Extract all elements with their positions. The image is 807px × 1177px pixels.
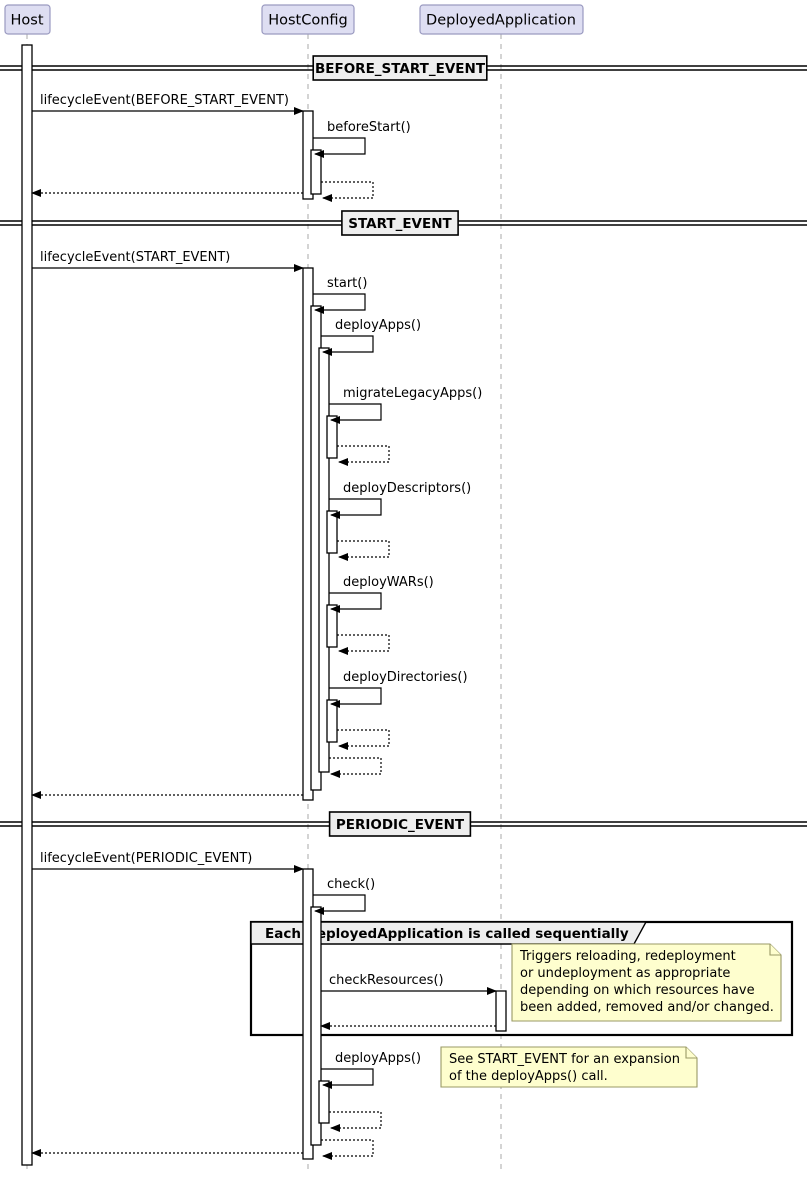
activation-bar-hostconfig: [326, 510, 338, 554]
activation-bar-hostconfig: [318, 1080, 330, 1124]
message-check: check(): [313, 877, 375, 915]
note-line: Triggers reloading, redeployment: [519, 949, 736, 964]
note-body: [440, 1046, 698, 1088]
message-self-return-23: [321, 1139, 374, 1160]
dividers-layer: BEFORE_START_EVENT START_EVENT PERIODIC_EV…: [0, 55, 807, 837]
note-line: or undeployment as appropriate: [520, 966, 730, 981]
message-label: deployWARs(): [343, 575, 434, 590]
fragment-label: Each DeployedApplication is called seque…: [265, 926, 629, 942]
activations-layer: [21, 44, 507, 1166]
participants-layer: Host HostConfig DeployedApplication: [4, 4, 584, 35]
note-line: depending on which resources have: [520, 983, 755, 998]
message-deploywars: deployWARs(): [329, 575, 434, 613]
activation-bar-hostconfig: [326, 699, 338, 743]
note-fold-corner: [769, 944, 781, 956]
participant-deployedapplication[interactable]: DeployedApplication: [419, 4, 584, 35]
self-message-path: [321, 1068, 374, 1089]
message-deploydirectories: deployDirectories(): [329, 670, 468, 708]
note-line: See START_EVENT for an expansion: [449, 1052, 680, 1067]
message-label: deployDirectories(): [343, 670, 468, 685]
activation-bar-hostconfig: [310, 149, 322, 195]
self-message-path: [337, 729, 390, 750]
message-self-return-2: [321, 181, 374, 202]
participant-label-host: Host: [10, 13, 43, 29]
message-lifecycleevent-start-event: lifecycleEvent(START_EVENT): [32, 250, 304, 272]
message-label: lifecycleEvent(START_EVENT): [40, 250, 230, 265]
message-deploydescriptors: deployDescriptors(): [329, 481, 471, 519]
note-line: of the deployApps() call.: [449, 1069, 608, 1084]
participant-label-deployedapplication: DeployedApplication: [426, 13, 576, 29]
lifelines-layer: [26, 34, 502, 1172]
message-self-return-8: [337, 445, 390, 466]
note-body: [511, 943, 782, 1022]
divider-box: [341, 210, 459, 236]
participant-hostconfig[interactable]: HostConfig: [261, 4, 355, 35]
divider-label: PERIODIC_EVENT: [336, 817, 465, 833]
message-label: deployApps(): [335, 318, 421, 333]
message-start: start(): [313, 276, 367, 314]
self-message-path: [337, 540, 390, 561]
message-self-return-14: [337, 729, 390, 750]
participant-box-deployedapplication[interactable]: [419, 4, 584, 35]
message-label: check(): [327, 877, 375, 892]
divider-box: [328, 811, 472, 837]
message-deployapps: deployApps(): [321, 318, 421, 356]
self-message-path: [313, 293, 366, 314]
message-checkresources: checkResources(): [321, 973, 497, 995]
participant-box-hostconfig[interactable]: [261, 4, 355, 35]
activation-bar-hostconfig: [326, 415, 338, 459]
messages-layer: lifecycleEvent(BEFORE_START_EVENT)before…: [31, 93, 497, 1160]
divider-box: [312, 55, 488, 81]
message-deployapps: deployApps(): [321, 1051, 421, 1089]
self-message-path: [321, 1139, 374, 1160]
self-message-path: [321, 335, 374, 356]
self-message-path: [321, 181, 374, 202]
self-message-path: [337, 445, 390, 466]
note-line: been added, removed and/or changed.: [520, 1000, 774, 1015]
self-message-path: [329, 498, 382, 519]
self-message-path: [329, 757, 382, 778]
participant-label-hostconfig: HostConfig: [268, 13, 348, 29]
self-message-path: [313, 137, 366, 158]
activation-bar-hostconfig: [326, 604, 338, 648]
message-self-return-10: [337, 540, 390, 561]
activation-bar-deployedapplication: [495, 990, 507, 1032]
divider-before-start-event: BEFORE_START_EVENT: [0, 55, 807, 81]
message-label: migrateLegacyApps(): [343, 386, 482, 401]
message-label: start(): [327, 276, 367, 291]
divider-label: START_EVENT: [348, 216, 452, 232]
fragment-loop: Each DeployedApplication is called seque…: [249, 920, 794, 1037]
self-message-path: [313, 894, 366, 915]
message-label: deployApps(): [335, 1051, 421, 1066]
divider-label: BEFORE_START_EVENT: [315, 61, 486, 77]
message-self-return-15: [329, 757, 382, 778]
self-message-path: [329, 403, 382, 424]
message-self-return-12: [337, 634, 390, 655]
message-label: deployDescriptors(): [343, 481, 471, 496]
participant-host[interactable]: Host: [4, 4, 51, 35]
message-label: checkResources(): [329, 973, 444, 988]
message-label: lifecycleEvent(PERIODIC_EVENT): [40, 851, 252, 866]
message-label: lifecycleEvent(BEFORE_START_EVENT): [40, 93, 289, 108]
message-migratelegacyapps: migrateLegacyApps(): [329, 386, 482, 424]
message-self-return-22: [329, 1111, 382, 1132]
message-beforestart: beforeStart(): [313, 120, 411, 158]
fragments-layer: Each DeployedApplication is called seque…: [249, 920, 794, 1037]
participant-box-host[interactable]: [4, 4, 51, 35]
divider-periodic-event: PERIODIC_EVENT: [0, 811, 807, 837]
note-fold-corner: [685, 1047, 697, 1059]
note-check-resources: Triggers reloading, redeployment or undep…: [511, 943, 782, 1022]
self-message-path: [337, 634, 390, 655]
message-lifecycleevent-before-start-event: lifecycleEvent(BEFORE_START_EVENT): [32, 93, 304, 115]
activation-bar-host: [21, 44, 33, 1166]
note-deploy-apps: See START_EVENT for an expansion of the d…: [440, 1046, 698, 1088]
message-label: beforeStart(): [327, 120, 411, 135]
self-message-path: [329, 687, 382, 708]
self-message-path: [329, 1111, 382, 1132]
notes-layer: Triggers reloading, redeployment or undep…: [440, 943, 782, 1088]
message-lifecycleevent-periodic-event: lifecycleEvent(PERIODIC_EVENT): [32, 851, 304, 873]
divider-start-event: START_EVENT: [0, 210, 807, 236]
self-message-path: [329, 592, 382, 613]
